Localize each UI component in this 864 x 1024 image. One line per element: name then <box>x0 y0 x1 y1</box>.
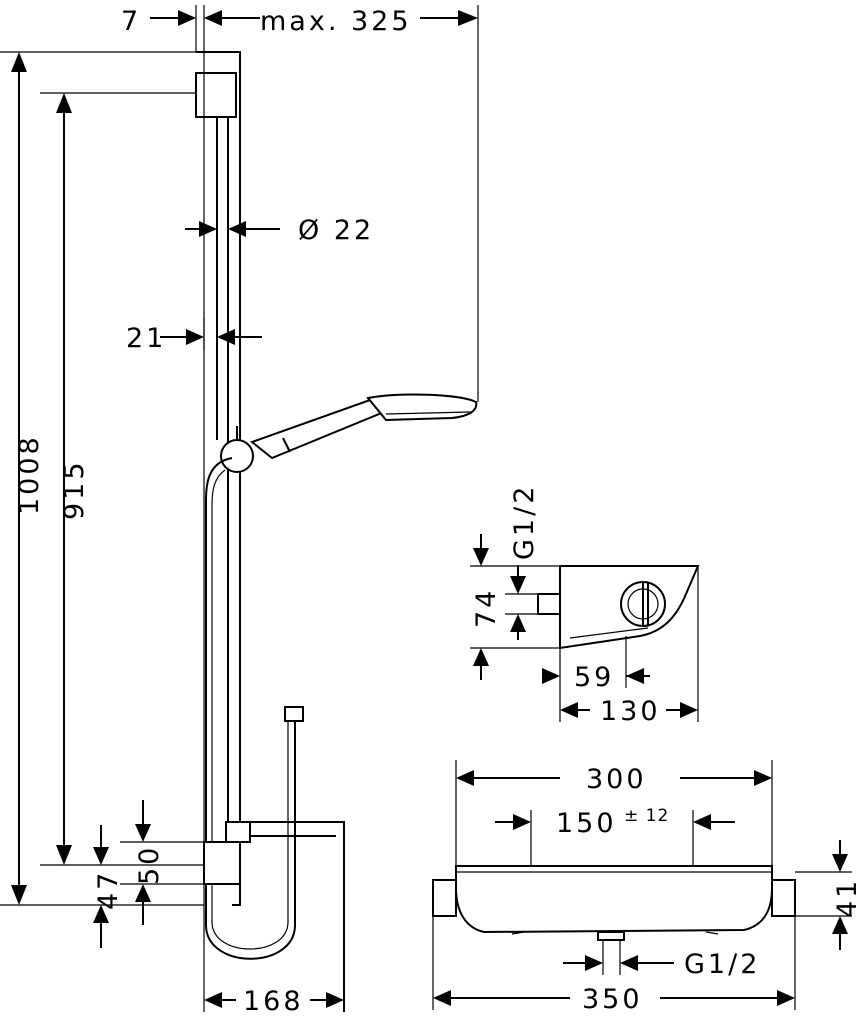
dim-front-width: 300 <box>586 764 647 795</box>
thermostat-side-view <box>470 565 700 722</box>
dim-front-height: 41 <box>832 878 863 918</box>
top-wall-bracket <box>196 51 241 906</box>
rail-dimensions: 7 max. 325 1008 915 Ø 22 21 50 <box>11 6 478 1017</box>
hand-shower-head <box>366 393 478 422</box>
front-view-end-right <box>771 879 796 917</box>
front-view-dimensions: 300 150 ± 12 41 G1/2 350 <box>433 764 863 1015</box>
dim-height-total: 1008 <box>14 434 45 515</box>
dim-reach: max. 325 <box>260 6 412 37</box>
hand-shower-handle <box>249 398 386 460</box>
shower-hose-inner <box>211 469 289 950</box>
front-view-body <box>455 865 773 934</box>
side-view-base <box>569 627 649 639</box>
dim-hose-spacing: 168 <box>243 986 304 1017</box>
soap-shelf <box>250 821 345 1012</box>
dim-front-total: 350 <box>582 984 643 1015</box>
thermostat-front-view <box>432 760 852 1010</box>
dim-rail-diameter: Ø 22 <box>298 215 374 246</box>
dim-rail-width: 21 <box>126 323 166 354</box>
dim-bottom-lower: 47 <box>93 870 124 910</box>
dim-thread-side: G1/2 <box>509 484 540 560</box>
dim-height-slider: 915 <box>59 459 90 520</box>
hand-shower-neck <box>282 437 291 453</box>
dim-bottom-upper: 50 <box>134 845 165 885</box>
hand-shower-face <box>385 411 471 415</box>
hose-connector <box>284 706 304 722</box>
slider-knob <box>220 439 254 473</box>
dim-side-outlet: 59 <box>574 662 614 693</box>
dim-thread-front: G1/2 <box>684 949 760 980</box>
bottom-slider <box>225 821 251 843</box>
dim-front-tolerance: ± 12 <box>624 806 669 826</box>
dim-side-height: 74 <box>471 588 502 628</box>
shower-hose <box>205 457 296 960</box>
bottom-bracket <box>203 841 241 885</box>
front-view-outlet <box>597 931 625 941</box>
side-view-inlet <box>537 593 561 615</box>
dim-side-depth: 130 <box>600 696 661 727</box>
dim-offset-top: 7 <box>121 6 141 37</box>
shower-rail-assembly <box>0 5 479 1012</box>
dim-front-centers: 150 <box>556 808 617 839</box>
top-bracket-block <box>195 72 237 118</box>
side-view-dimensions: 74 G1/2 59 130 <box>471 484 698 727</box>
front-view-end-left <box>432 879 457 917</box>
